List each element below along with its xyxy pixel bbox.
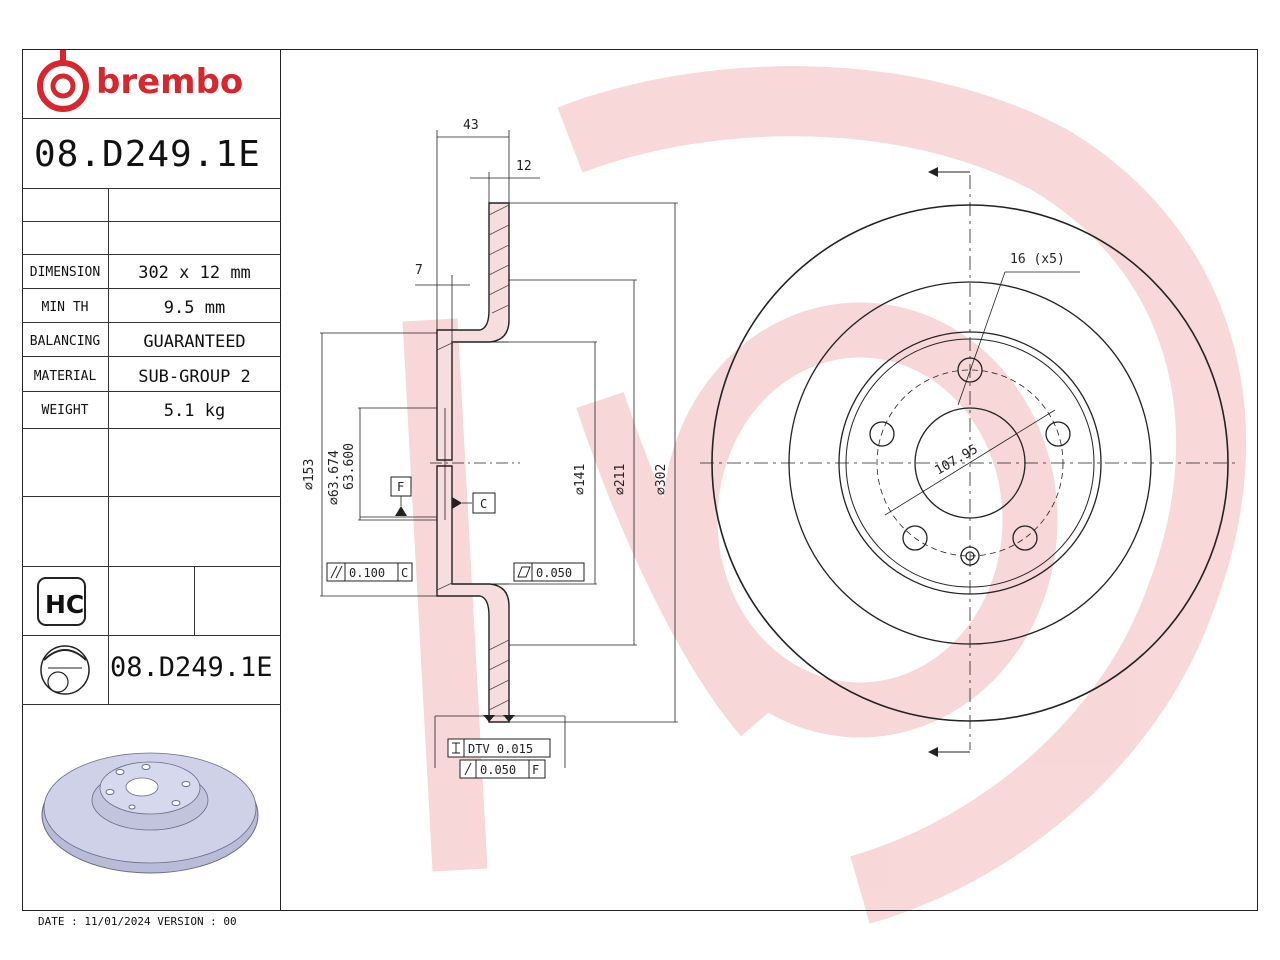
brand-name: brembo: [96, 62, 244, 102]
horizontal-dim-lines: [415, 130, 540, 342]
blank-row-2: [22, 222, 281, 255]
tolerance-flatness: 0.050: [513, 562, 585, 582]
border-frame: [22, 49, 1258, 911]
dim-d141: ⌀141: [573, 464, 588, 495]
tolerance-dtv: DTV 0.015: [447, 738, 551, 758]
logo-row: [22, 49, 281, 119]
spec-label: DIMENSION: [29, 265, 101, 280]
svg-text:F: F: [532, 763, 539, 777]
svg-text:0.050: 0.050: [536, 566, 572, 580]
spec-value: GUARANTEED: [143, 332, 246, 352]
section-hatch: [436, 204, 510, 711]
spec-label: MATERIAL: [33, 369, 97, 384]
hc-badge: HC: [37, 577, 86, 626]
brembo-logo-mark: [37, 50, 89, 112]
datum-f: F: [390, 476, 412, 506]
svg-text:HC: HC: [45, 590, 84, 619]
dim-d63-max: ⌀63.674: [327, 450, 342, 505]
spec-row-weight: [22, 392, 281, 429]
column-divider: [108, 636, 109, 705]
section-view: [320, 130, 678, 768]
badge-row: [22, 567, 281, 636]
datum-c-triangle: [452, 497, 462, 509]
spec-label: MIN TH: [41, 300, 89, 315]
hat-inner: [845, 338, 1095, 588]
center-bore: [914, 407, 1026, 519]
column-divider: [194, 567, 195, 636]
blank-row-4: [22, 497, 281, 567]
tolerance-parallelism: 0.100 C: [326, 562, 413, 582]
spec-row-min-th: [22, 289, 281, 323]
front-view: [700, 167, 1240, 757]
friction-ring-inner: [788, 281, 1152, 645]
footer-date-version: DATE : 11/01/2024 VERSION : 00: [38, 915, 237, 928]
part-number-bottom-row: [22, 636, 281, 705]
column-divider: [108, 189, 109, 636]
spec-value: 9.5 mm: [163, 298, 226, 318]
disc-section-bottom: [436, 465, 510, 723]
svg-text:C: C: [480, 497, 487, 511]
hat-outer: [838, 331, 1102, 595]
datum-c: C: [472, 492, 496, 514]
disc-thumbnail: [41, 752, 259, 874]
spec-row-dimension: [22, 255, 281, 289]
svg-text:0.100: 0.100: [349, 566, 385, 580]
spec-value: 5.1 kg: [163, 401, 226, 421]
disc-section-top: [436, 202, 510, 461]
vertical-dim-lines: [320, 202, 678, 723]
dim-d211: ⌀211: [613, 464, 628, 495]
pcd-circle: [876, 369, 1064, 557]
disc-side-icon: [40, 645, 90, 695]
dim-d302: ⌀302: [654, 464, 669, 495]
bolt-holes: [869, 357, 1071, 566]
blank-row-1: [22, 189, 281, 222]
spec-label: BALANCING: [29, 334, 101, 349]
spec-value: 302 x 12 mm: [138, 263, 251, 283]
tolerance-runout: 0.050 F: [459, 759, 546, 779]
svg-text:F: F: [397, 480, 404, 494]
spec-row-material: [22, 357, 281, 392]
title-block-panel: [22, 49, 281, 911]
dim-d153: ⌀153: [302, 459, 317, 490]
part-number: 08.D249.1E: [34, 134, 261, 175]
spec-row-balancing: [22, 323, 281, 357]
datum-f-triangle: [395, 506, 407, 516]
spec-label: WEIGHT: [41, 403, 89, 418]
dim-d63-min: 63.600: [342, 443, 357, 490]
dim-7: 7: [415, 263, 423, 278]
dim-holes: 16 (x5): [1010, 252, 1065, 267]
svg-text:C: C: [401, 566, 408, 580]
svg-text:DTV 0.015: DTV 0.015: [468, 742, 533, 756]
spec-value: SUB-GROUP 2: [138, 367, 251, 387]
part-number-row: [22, 119, 281, 189]
dim-43: 43: [463, 118, 479, 133]
blank-row-3: [22, 429, 281, 497]
svg-text:0.050: 0.050: [480, 763, 516, 777]
disc-outer-edge: [711, 204, 1229, 722]
dim-12: 12: [516, 159, 532, 174]
part-number-secondary: 08.D249.1E: [110, 652, 273, 683]
